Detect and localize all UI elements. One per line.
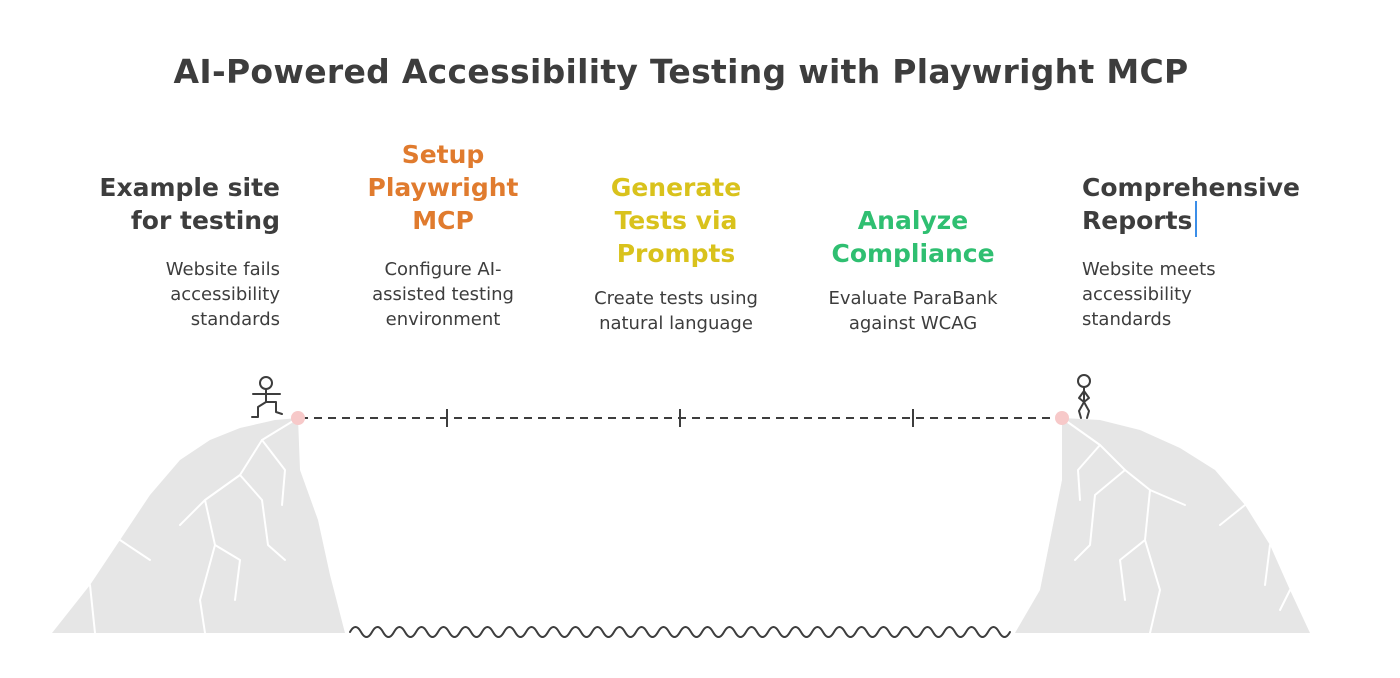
description-line: accessibility xyxy=(170,284,280,305)
heading-line: Compliance xyxy=(831,239,995,268)
heading-line: Reports xyxy=(1082,206,1193,235)
start-endpoint xyxy=(291,411,305,425)
water-waves xyxy=(349,626,1011,638)
left-cliff xyxy=(52,417,345,634)
stage-description-analyze: Evaluate ParaBank against WCAG xyxy=(803,286,1023,336)
description-line: standards xyxy=(190,309,280,330)
stage-description-setup: Configure AI- assisted testing environme… xyxy=(333,257,553,332)
description-line: standards xyxy=(1082,309,1172,330)
heading-line: MCP xyxy=(412,206,474,235)
description-line: accessibility xyxy=(1082,284,1192,305)
description-line: Create tests using xyxy=(594,288,758,309)
stage-description-example-site: Website fails accessibility standards xyxy=(60,257,280,332)
stage-heading-generate: Generate Tests via Prompts xyxy=(566,171,786,270)
stage-description-generate: Create tests using natural language xyxy=(566,286,786,336)
description-line: against WCAG xyxy=(848,313,978,334)
text-cursor xyxy=(1195,201,1197,237)
heading-line: Example site xyxy=(99,173,280,202)
heading-line: Tests via xyxy=(614,206,738,235)
heading-line: Generate xyxy=(610,173,742,202)
heading-line: Comprehensive xyxy=(1082,173,1301,202)
stage-heading-example-site: Example site for testing xyxy=(60,171,280,237)
description-line: natural language xyxy=(599,313,753,334)
page-title: AI-Powered Accessibility Testing with Pl… xyxy=(173,52,1189,91)
heading-line: Prompts xyxy=(616,239,736,268)
end-person-icon xyxy=(1077,374,1091,419)
description-line: assisted testing xyxy=(372,284,514,305)
heading-line: Playwright xyxy=(367,173,519,202)
stage-description-reports: Website meets accessibility standards xyxy=(1082,257,1322,332)
stage-heading-analyze: Analyze Compliance xyxy=(803,204,1023,270)
description-line: Configure AI- xyxy=(384,259,502,280)
stage-heading-setup: Setup Playwright MCP xyxy=(333,138,553,237)
heading-line: Setup xyxy=(401,140,485,169)
description-line: Website meets xyxy=(1082,259,1216,280)
right-cliff xyxy=(1015,417,1310,634)
description-line: Website fails xyxy=(165,259,280,280)
heading-line: Analyze xyxy=(857,206,969,235)
description-line: Evaluate ParaBank xyxy=(828,288,998,309)
start-person-icon xyxy=(251,376,283,418)
stage-heading-reports: Comprehensive Reports xyxy=(1082,171,1342,237)
description-line: environment xyxy=(385,309,501,330)
end-endpoint xyxy=(1055,411,1069,425)
heading-line: for testing xyxy=(130,206,280,235)
